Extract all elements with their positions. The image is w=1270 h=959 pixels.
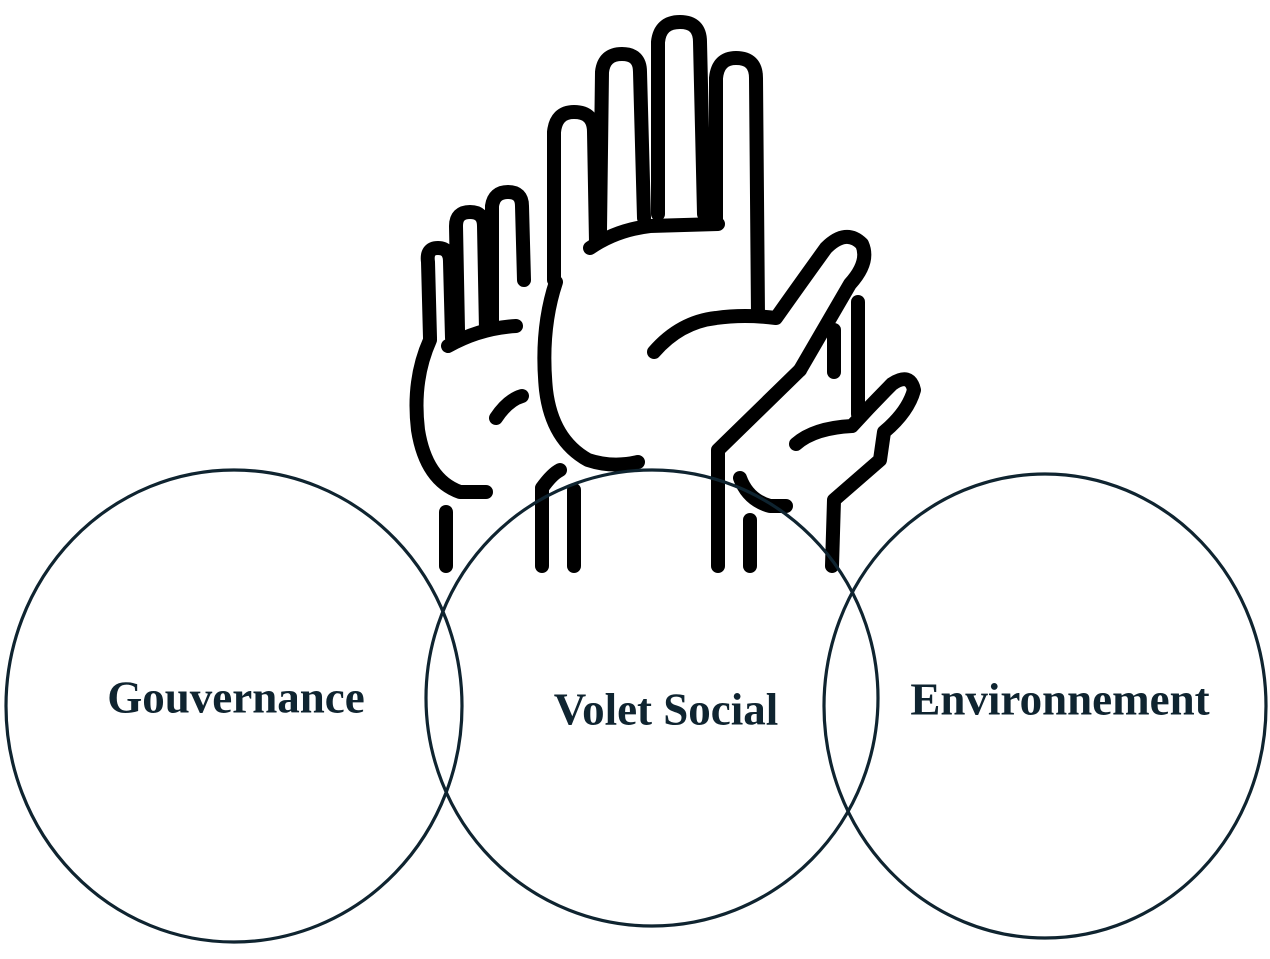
left-hand-icon	[409, 185, 567, 573]
social-node: Volet Social	[424, 468, 880, 928]
governance-label: Gouvernance	[107, 672, 364, 722]
governance-circle	[4, 468, 464, 944]
social-circle	[424, 468, 880, 928]
social-label: Volet Social	[554, 684, 779, 734]
right-hand-icon	[711, 295, 921, 573]
environment-label: Environnement	[910, 674, 1209, 724]
center-hand-icon	[537, 15, 872, 573]
raised-hands-icon	[409, 15, 921, 573]
environment-circle	[822, 472, 1268, 940]
environment-node: Environnement	[822, 472, 1268, 940]
governance-node: Gouvernance	[4, 468, 464, 944]
